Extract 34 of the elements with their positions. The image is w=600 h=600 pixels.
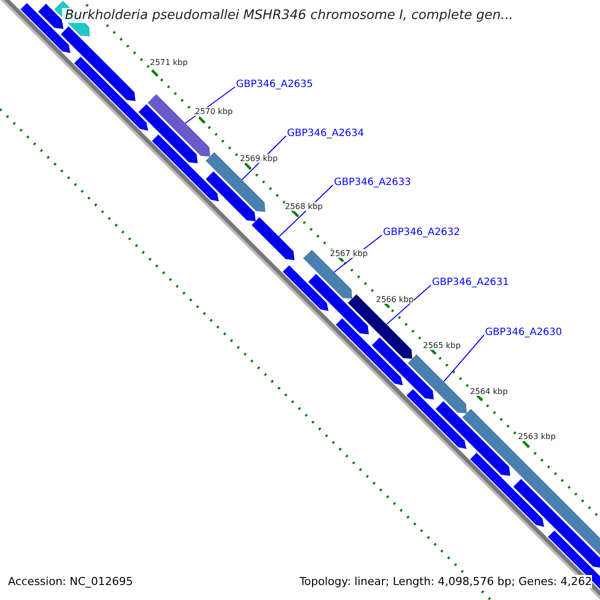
position-label: 2568 kbp xyxy=(285,202,323,211)
position-label: 2565 kbp xyxy=(423,341,461,350)
gene-feature xyxy=(512,478,600,568)
leader-line xyxy=(386,284,432,325)
gene-label: GBP346_A2633 xyxy=(334,177,412,188)
gene-label: GBP346_A2631 xyxy=(432,277,510,288)
gene-feature xyxy=(205,170,256,222)
position-label: 2570 kbp xyxy=(195,107,233,116)
position-label: 2567 kbp xyxy=(330,249,368,258)
position-label: 2564 kbp xyxy=(470,387,508,396)
position-label: 2566 kbp xyxy=(376,295,414,304)
gene-feature xyxy=(335,318,404,386)
gene-feature xyxy=(302,249,352,299)
position-label: 2569 kbp xyxy=(240,154,278,163)
gene-feature xyxy=(282,264,329,312)
gene-label: GBP346_A2634 xyxy=(287,128,364,139)
gene-label: GBP346_A2635 xyxy=(236,79,314,90)
gene-label: GBP346_A2632 xyxy=(383,227,460,238)
gene-feature xyxy=(60,26,136,102)
gene-feature xyxy=(74,56,148,132)
position-label: 2563 kbp xyxy=(518,432,556,441)
gene-feature xyxy=(470,452,544,528)
gene-feature xyxy=(152,134,220,202)
info-text: Accession: NC_012695 xyxy=(8,575,134,588)
gene-feature xyxy=(435,400,511,476)
gene-feature xyxy=(347,294,413,360)
gene-feature xyxy=(251,216,295,260)
gene-feature xyxy=(308,273,370,335)
gene-feature xyxy=(408,354,468,414)
gene-feature xyxy=(38,3,64,30)
gene-feature xyxy=(406,388,467,450)
info-text: Topology: linear; Length: 4,098,576 bp; Genes: 4,262 xyxy=(299,575,592,588)
gene-label: GBP346_A2630 xyxy=(485,327,562,338)
position-label: 2571 kbp xyxy=(150,58,188,67)
